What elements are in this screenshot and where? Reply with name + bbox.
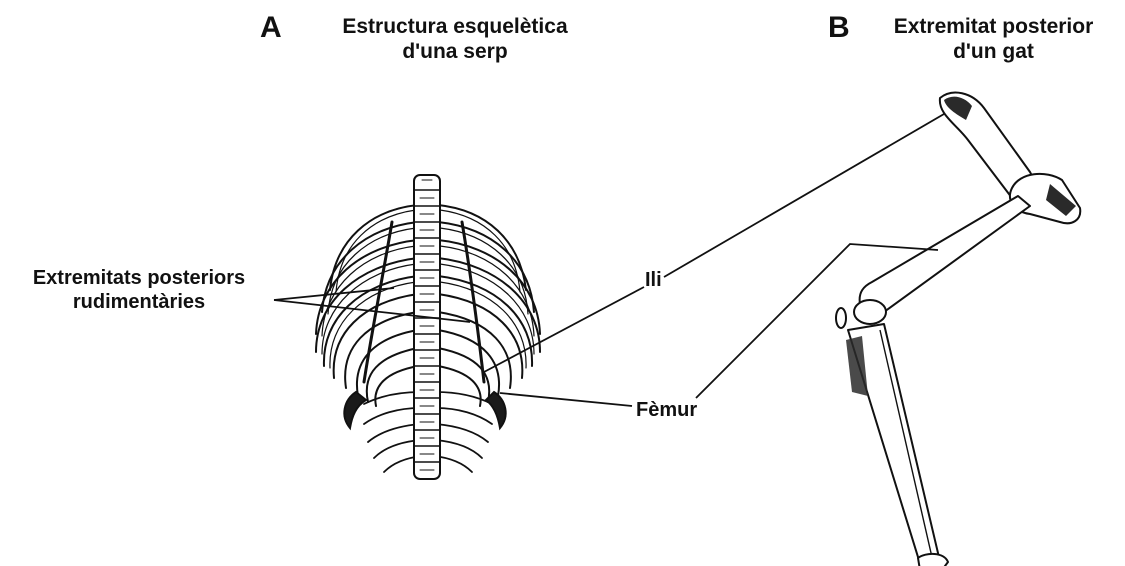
cat-hind-limb xyxy=(836,93,1080,566)
ilium-label: Ili xyxy=(645,268,662,292)
leader-femur-to-snake xyxy=(500,393,632,406)
leader-ilium-to-cat xyxy=(664,114,944,277)
vestigial-limbs-label: Extremitats posteriors rudimentàries xyxy=(8,266,270,314)
cat-knee xyxy=(854,300,886,324)
snake-vestigial-rod-right xyxy=(462,222,484,382)
panel-a-title-line1: Estructura esquelètica xyxy=(300,14,610,39)
snake-vertebral-column xyxy=(414,175,440,479)
cat-femur xyxy=(860,196,1030,315)
leader-lines xyxy=(274,114,944,406)
femur-label: Fèmur xyxy=(636,398,697,422)
cat-patella xyxy=(836,308,846,328)
vestigial-limbs-label-line2: rudimentàries xyxy=(8,290,270,314)
snake-ribs-right xyxy=(438,205,540,406)
snake-ribs-left xyxy=(316,205,418,406)
snake-skeleton xyxy=(316,175,540,479)
panel-a-title-line2: d'una serp xyxy=(300,39,610,64)
panel-b-title-line2: d'un gat xyxy=(862,39,1125,64)
panel-b-title-line1: Extremitat posterior xyxy=(862,14,1125,39)
vestigial-limbs-label-line1: Extremitats posteriors xyxy=(8,266,270,290)
snake-vestigial-claw-left xyxy=(344,392,366,428)
panel-b-title: Extremitat posterior d'un gat xyxy=(862,14,1125,64)
panel-a-letter: A xyxy=(260,10,282,46)
panel-b-letter: B xyxy=(828,10,850,46)
panel-a-title: Estructura esquelètica d'una serp xyxy=(300,14,610,64)
cat-tibia-foot xyxy=(918,554,948,566)
